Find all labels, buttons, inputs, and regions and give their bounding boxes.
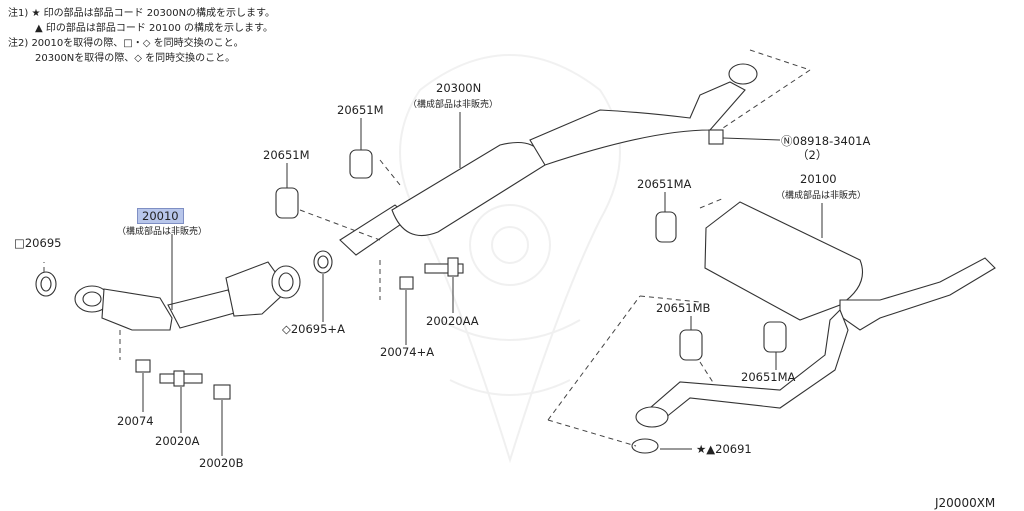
front-pipe-catalyst[interactable] [74, 261, 301, 331]
stud-20020A[interactable] [159, 370, 203, 387]
gasket-20691[interactable] [631, 438, 659, 454]
hanger-20651MA-b[interactable] [763, 321, 787, 353]
part-label-20651M-a[interactable]: 20651M [337, 103, 384, 117]
part-label-20651MA-a[interactable]: 20651MA [637, 177, 692, 191]
hanger-20651MA-a[interactable] [655, 211, 677, 243]
bolt-20020AA[interactable] [424, 257, 464, 277]
part-qty-08918: （2） [797, 148, 828, 162]
nut-20020B[interactable] [213, 384, 231, 400]
gasket-20695[interactable] [35, 271, 57, 297]
part-label-20651MB[interactable]: 20651MB [656, 301, 711, 315]
part-label-20651MA-b[interactable]: 20651MA [741, 370, 796, 384]
hanger-20651M-a[interactable] [349, 149, 373, 179]
nut-20074A[interactable] [399, 276, 414, 290]
center-muffler-20300N[interactable] [339, 63, 758, 256]
part-sublabel-20100: （構成部品は非販売） [776, 191, 867, 201]
main-muffler-20100[interactable] [635, 201, 996, 428]
part-label-20695A[interactable]: ◇20695+A [282, 322, 345, 336]
part-label-20010[interactable]: 20010 [137, 208, 184, 224]
note-line-2: ▲ 印の部品は部品コード 20100 の構成を示します。 [35, 23, 274, 34]
notes-block: 注1) ★ 印の部品は部品コード 20300Nの構成を示します。 ▲ 印の部品は… [8, 6, 275, 66]
diagram-code: J20000XM [935, 496, 996, 510]
part-label-20691[interactable]: ★▲20691 [696, 442, 752, 456]
part-sublabel-20300N: （構成部品は非販売） [408, 100, 499, 110]
nut-08918[interactable] [708, 129, 724, 145]
leader-lines [142, 112, 823, 456]
hanger-20651M-b[interactable] [275, 187, 299, 219]
gasket-20695A[interactable] [313, 250, 333, 274]
nut-20074[interactable] [135, 359, 151, 373]
note-line-3: 注2) 20010を取得の際、□・◇ を同時交換のこと。 [8, 38, 244, 49]
part-label-08918[interactable]: Ⓝ08918-3401A [781, 134, 871, 148]
part-label-20300N[interactable]: 20300N [436, 81, 482, 95]
part-label-20651M-b[interactable]: 20651M [263, 148, 310, 162]
hanger-20651MB[interactable] [679, 329, 703, 361]
part-label-20020A[interactable]: 20020A [155, 434, 200, 448]
dashed-lines [43, 49, 811, 447]
part-label-20695[interactable]: □20695 [14, 236, 62, 250]
part-label-20020AA[interactable]: 20020AA [426, 314, 479, 328]
part-label-20100[interactable]: 20100 [800, 172, 837, 186]
part-label-20020B[interactable]: 20020B [199, 456, 244, 470]
note-line-1: 注1) ★ 印の部品は部品コード 20300Nの構成を示します。 [8, 8, 276, 19]
part-label-20074A[interactable]: 20074+A [380, 345, 435, 359]
part-sublabel-20010: （構成部品は非販売） [117, 227, 208, 237]
part-label-20074[interactable]: 20074 [117, 414, 154, 428]
note-line-4: 20300Nを取得の際、◇ を同時交換のこと。 [35, 53, 236, 64]
